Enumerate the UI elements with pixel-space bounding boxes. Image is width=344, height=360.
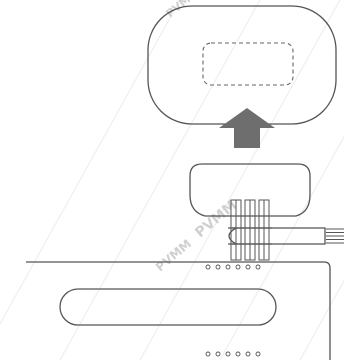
cable-ribs [326, 228, 344, 244]
watermark-lower: PVMM [153, 237, 194, 275]
board-slot [59, 288, 277, 326]
watermark-top: PVMM [164, 0, 202, 20]
board-outline [26, 261, 331, 360]
up-arrow-icon [219, 108, 275, 148]
cap-outline [147, 5, 337, 125]
connector-contacts [228, 199, 272, 261]
watermark-middle: PVMM [192, 197, 240, 241]
cable [228, 227, 344, 245]
connector-block [189, 163, 311, 217]
dot-row-upper [205, 264, 261, 270]
cap-dashed-window [202, 42, 294, 86]
cable-bend [228, 227, 237, 245]
dot-row-lower [205, 351, 261, 357]
